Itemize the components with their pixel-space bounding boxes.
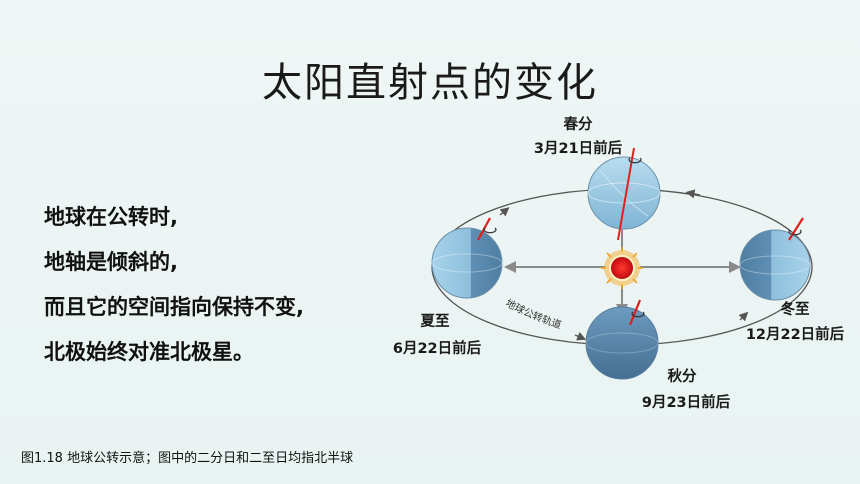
label-autumn-name: 秋分: [667, 369, 697, 385]
label-spring-date: 3月21日前后: [533, 141, 623, 157]
orbit-label: 地球公转轨道: [503, 296, 563, 331]
page-title: 太阳直射点的变化: [262, 60, 598, 106]
orbit-arrow: [574, 332, 587, 341]
label-autumn-date: 9月23日前后: [641, 395, 731, 411]
bullet-item: 北极始终对准北极星。: [44, 340, 254, 364]
label-spring-name: 春分: [563, 117, 593, 133]
bullet-item: 地轴是倾斜的,: [44, 250, 178, 274]
bullet-item: 地球在公转时,: [44, 205, 178, 229]
label-winter-date: 12月22日前后: [745, 327, 845, 343]
orbit-arrow: [738, 311, 749, 322]
orbit-arrow: [685, 189, 701, 199]
bullet-item: 而且它的空间指向保持不变,: [44, 295, 304, 319]
earth-summer: [431, 217, 503, 299]
orbit-arrow: [499, 207, 510, 217]
sun: [601, 247, 643, 289]
earth-winter: [739, 217, 811, 301]
label-summer-date: 6月22日前后: [392, 341, 482, 357]
figure-caption: 图1.18 地球公转示意；图中的二分日和二至日均指北半球: [21, 451, 354, 466]
label-winter-name: 冬至: [780, 302, 810, 318]
label-summer-name: 夏至: [420, 314, 450, 330]
earth-autumn: [585, 299, 659, 380]
bullet-list: 地球在公转时, 地轴是倾斜的, 而且它的空间指向保持不变, 北极始终对准北极星。: [44, 195, 304, 375]
earth-spring: [587, 147, 661, 241]
